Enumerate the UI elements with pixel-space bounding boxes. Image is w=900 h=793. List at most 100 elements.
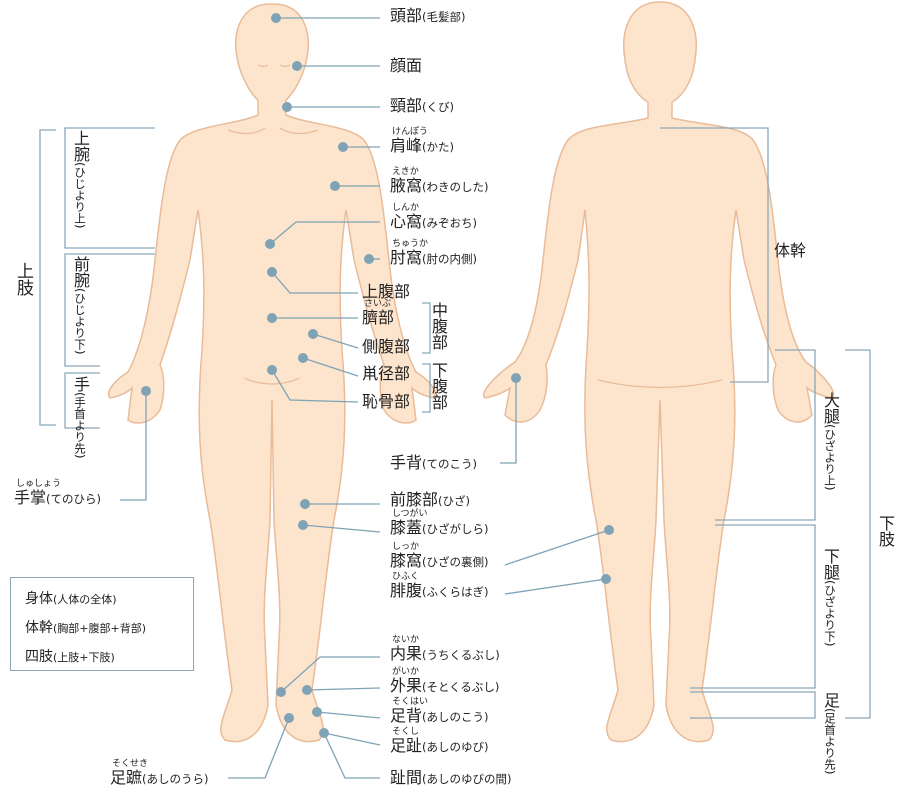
term-note: (あしのうら) [142,772,209,786]
term: 趾間 [390,768,423,787]
ruby-reading: けんぽう [392,127,429,137]
legend-box: 身体(人体の全体) 体幹(胸部+腹部+背部) 四肢(上肢+下肢) [10,577,194,671]
lower-leg-note: (ひざより下) [823,580,837,647]
thigh-note: (ひざより上) [823,424,837,491]
legend-item: 四肢(上肢+下肢) [25,646,193,666]
ruby-reading: さいぶ [364,299,392,309]
foot-note: (足首より先) [823,708,837,775]
term-note: (うちくるぶし) [422,648,500,662]
term-note: (あしのこう) [422,710,489,724]
label-cubital-fossa: ちゅうか肘窩(肘の内側) [390,240,477,266]
label-palm: しゅしょう手掌(てのひら) [14,480,101,506]
group-forearm: 前腕(ひじより下) [71,256,90,355]
term: 腓腹 [390,581,423,600]
term-note: (てのこう) [422,457,477,471]
label-toes: そくし足趾(あしのゆび) [390,728,489,754]
forearm-note: (ひじより下) [73,288,87,355]
term: 顔面 [390,56,423,75]
ruby-reading: ちゅうか [392,239,429,249]
group-lower-abdomen: 下腹部 [429,362,448,410]
term-note: (ひざがしら) [422,522,489,536]
group-mid-abdomen: 中腹部 [429,302,448,350]
group-lower-leg: 下腿(ひざより下) [821,548,840,647]
legend-note: (人体の全体) [53,593,117,606]
term: 足背 [390,706,423,725]
foot-label: 足 [821,692,840,708]
label-medial-malleolus: ないか内果(うちくるぶし) [390,636,500,662]
label-flank: 側腹部 [362,339,410,355]
term: 側腹部 [362,337,411,356]
term-note: (ひざの裏側) [422,555,489,569]
group-upper-limb: 上肢 [13,262,33,296]
group-hand: 手(手首より先) [71,376,90,459]
ruby-reading: そくし [392,727,420,737]
label-shoulder: けんぽう肩峰(かた) [390,128,454,154]
label-popliteal: しっか膝窩(ひざの裏側) [390,543,489,569]
ruby-reading: しゅしょう [16,479,62,489]
ruby-reading: がいか [392,667,420,677]
ruby-reading: ひふく [392,572,420,582]
label-axilla: えきか腋窩(わきのした) [390,168,489,194]
term-note: (ふくらはぎ) [422,585,489,599]
upper-arm-note: (ひじより上) [73,162,87,229]
legend-term: 四肢 [25,649,53,665]
term: 恥骨部 [362,392,411,411]
hand-label: 手 [71,376,90,392]
label-back-of-hand: 手背(てのこう) [390,455,477,471]
label-patella: しつがい膝蓋(ひざがしら) [390,510,489,536]
term: 前膝部 [390,490,439,509]
label-dorsum-foot: そくはい足背(あしのこう) [390,698,489,724]
term: 上腹部 [362,282,411,301]
legend-term: 身体 [25,591,53,607]
term: 肘窩 [390,248,423,267]
term-note: (みぞおち) [422,216,477,230]
label-calf: ひふく腓腹(ふくらはぎ) [390,573,489,599]
forearm-label: 前腕 [71,256,90,288]
ruby-reading: ないか [392,635,420,645]
term: 頭部 [390,6,423,25]
term: 膝蓋 [390,518,423,537]
term: 頸部 [390,96,423,115]
group-upper-arm: 上腕(ひじより上) [71,130,90,229]
term-note: (肘の内側) [422,252,477,266]
term-note: (くび) [422,100,454,114]
hand-note: (手首より先) [73,392,87,459]
term: 足趾 [390,736,423,755]
term-note: (てのひら) [46,492,101,506]
upper-arm-label: 上腕 [71,130,90,162]
label-lateral-malleolus: がいか外果(そとくるぶし) [390,668,499,694]
term: 外果 [390,676,423,695]
term-note: (わきのした) [422,180,489,194]
label-knee: 前膝部(ひざ) [390,492,470,508]
thigh-label: 大腿 [821,392,840,424]
label-face: 顔面 [390,58,422,74]
term: 内果 [390,644,423,663]
back-body-figure [482,1,835,743]
lower-leg-label: 下腿 [821,548,840,580]
legend-item: 身体(人体の全体) [25,588,193,608]
term: 臍部 [362,308,395,327]
legend-note: (上肢+下肢) [53,651,115,664]
label-umbilical: さいぶ臍部 [362,300,394,326]
group-trunk: 体幹 [774,241,807,260]
label-sole: そくせき足蹠(あしのうら) [110,760,209,786]
group-foot: 足(足首より先) [821,692,840,775]
label-head: 頭部(毛髪部) [390,8,466,24]
label-interdigital: 趾間(あしのゆびの間) [390,770,512,786]
label-upper-abdomen: 上腹部 [362,284,410,300]
label-epigastric-fossa: しんか心窩(みぞおち) [390,204,477,230]
ruby-reading: しんか [392,203,420,213]
term: 手背 [390,453,423,472]
legend-note: (胸部+腹部+背部) [53,622,147,635]
term: 膝窩 [390,551,423,570]
ruby-reading: そくせき [112,759,149,769]
ruby-reading: しっか [392,542,420,552]
term: 腋窩 [390,176,423,195]
term: 心窩 [390,212,423,231]
label-neck: 頸部(くび) [390,98,454,114]
term: 足蹠 [110,768,143,787]
ruby-reading: えきか [392,167,419,177]
term-note: (あしのゆび) [422,740,489,754]
legend-item: 体幹(胸部+腹部+背部) [25,617,193,637]
